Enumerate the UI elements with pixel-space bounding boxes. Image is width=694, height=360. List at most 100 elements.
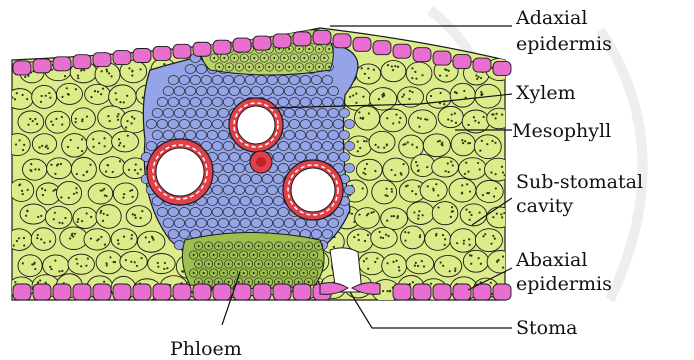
vascular-cell — [168, 229, 178, 238]
vascular-cell — [196, 108, 206, 117]
epidermal-cell — [433, 284, 451, 300]
mesophyll-cell — [407, 202, 434, 225]
vascular-cell — [322, 75, 332, 84]
epidermal-cell — [253, 284, 271, 300]
mesophyll-cell — [88, 183, 113, 204]
xylem-vessel-large-left — [147, 139, 213, 205]
epidermal-cell — [133, 48, 151, 62]
mesophyll-cell — [426, 88, 451, 108]
vascular-cell — [179, 97, 189, 106]
label-adaxial-line2: epidermis — [516, 33, 612, 55]
vascular-cell — [300, 75, 310, 84]
vascular-cell — [207, 196, 217, 205]
mesophyll-cell — [485, 158, 512, 181]
vascular-cell — [284, 86, 294, 95]
xylem-vessel-small — [250, 151, 272, 173]
mesophyll-cell — [487, 108, 512, 129]
vascular-cell — [218, 196, 228, 205]
mesophyll-cell — [369, 131, 395, 153]
vascular-cell — [251, 218, 261, 227]
vascular-cell — [174, 108, 184, 117]
vascular-cell — [190, 97, 200, 106]
mesophyll-cell — [425, 228, 451, 250]
vascular-cell — [152, 130, 162, 139]
vascular-cell — [311, 75, 321, 84]
mesophyll-cell — [434, 255, 461, 276]
epidermal-cell — [193, 284, 211, 300]
epidermal-cell — [273, 34, 291, 48]
mesophyll-cell — [47, 158, 72, 179]
vascular-cell — [201, 75, 211, 84]
vascular-cell — [185, 130, 195, 139]
vascular-cell — [212, 207, 222, 216]
vascular-cell — [179, 207, 189, 216]
epidermal-cell — [393, 284, 411, 300]
epidermal-cell — [293, 32, 311, 46]
mesophyll-cell — [99, 157, 125, 178]
vascular-cell — [196, 130, 206, 139]
vascular-cell — [218, 108, 228, 117]
mesophyll-cell — [45, 206, 72, 228]
vascular-cell — [251, 86, 261, 95]
vascular-cell — [185, 108, 195, 117]
vascular-cell — [339, 152, 349, 161]
vascular-cell — [234, 163, 244, 172]
mesophyll-cell — [96, 205, 121, 229]
vascular-cell — [289, 119, 299, 128]
vascular-cell — [328, 218, 338, 227]
vascular-cell — [328, 86, 338, 95]
vascular-cell — [207, 108, 217, 117]
label-mesophyll: Mesophyll — [512, 120, 611, 142]
vascular-cell — [267, 75, 277, 84]
vascular-cell — [256, 75, 266, 84]
mesophyll-cell — [356, 159, 382, 180]
vascular-cell — [223, 185, 233, 194]
vascular-cell — [179, 119, 189, 128]
vascular-cell — [185, 86, 195, 95]
vascular-cell — [306, 86, 316, 95]
vascular-cell — [212, 97, 222, 106]
label-adaxial-line1: Adaxial — [515, 7, 587, 29]
vascular-cell — [284, 108, 294, 117]
mesophyll-cell — [450, 83, 475, 107]
vascular-cell — [245, 75, 255, 84]
vascular-cell — [212, 119, 222, 128]
epidermal-cell — [313, 30, 331, 44]
vascular-cell — [284, 152, 294, 161]
epidermal-cell — [393, 44, 411, 58]
vascular-cell — [152, 108, 162, 117]
vascular-cell — [295, 130, 305, 139]
vascular-cell — [262, 86, 272, 95]
mesophyll-cell — [381, 208, 408, 230]
vascular-cell — [267, 207, 277, 216]
vascular-cell — [278, 97, 288, 106]
mesophyll-cell — [459, 158, 487, 180]
vascular-cell — [196, 218, 206, 227]
epidermal-cell — [373, 41, 391, 55]
mesophyll-cell — [463, 250, 488, 272]
vascular-cell — [289, 141, 299, 150]
vascular-cell — [311, 229, 321, 238]
vascular-cell — [333, 119, 343, 128]
vascular-cell — [322, 97, 332, 106]
mesophyll-cell — [46, 111, 70, 133]
epidermal-cell — [193, 42, 211, 56]
mesophyll-cell — [406, 254, 434, 274]
vascular-cell — [223, 163, 233, 172]
vascular-cell — [240, 196, 250, 205]
mesophyll-cell — [6, 229, 32, 251]
vascular-cell — [174, 218, 184, 227]
vascular-cell — [240, 86, 250, 95]
vascular-cell — [273, 152, 283, 161]
vascular-cell — [267, 185, 277, 194]
mesophyll-cell — [449, 178, 476, 202]
vascular-cell — [196, 86, 206, 95]
vascular-cell — [284, 130, 294, 139]
vascular-cell — [295, 152, 305, 161]
vascular-cell — [185, 64, 195, 73]
vascular-cell — [163, 108, 173, 117]
mesophyll-cell — [369, 88, 396, 110]
vascular-cell — [322, 229, 332, 238]
vascular-cell — [223, 207, 233, 216]
mesophyll-cell — [18, 111, 44, 133]
